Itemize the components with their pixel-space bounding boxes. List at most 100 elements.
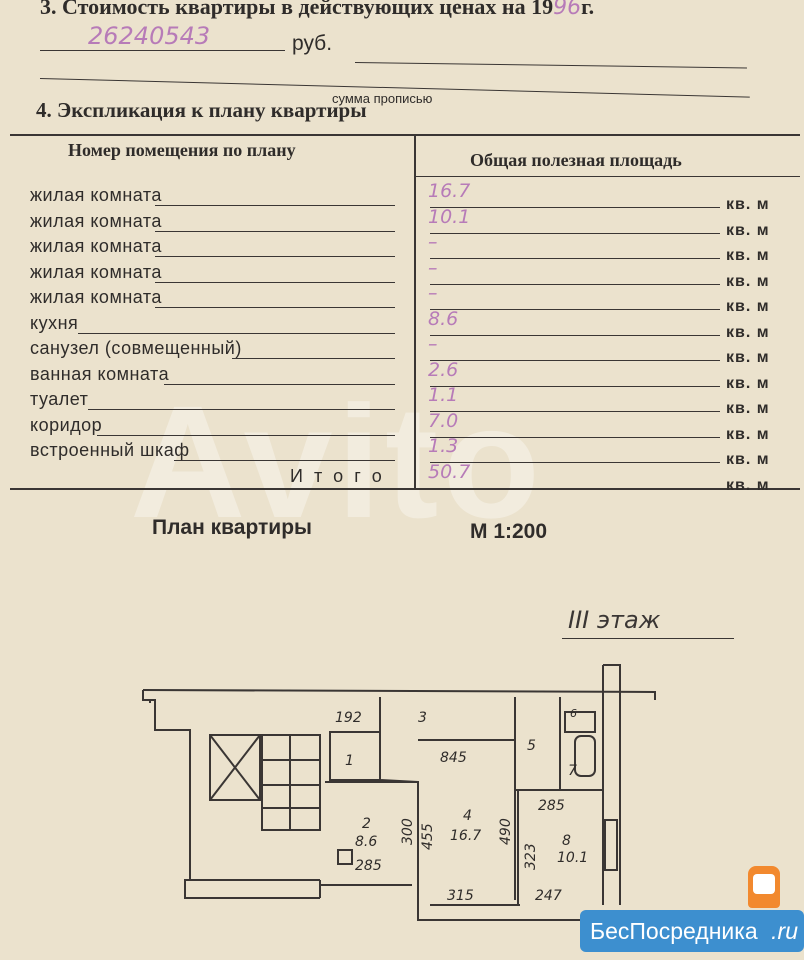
sum-caption: сумма прописью bbox=[332, 91, 433, 106]
badge-text: БесПосредника bbox=[590, 918, 758, 944]
plan-title: План квартиры bbox=[152, 516, 312, 539]
dim-455: 455 bbox=[420, 823, 436, 850]
room-name: коридор bbox=[30, 414, 103, 435]
year-handwritten: 96 bbox=[553, 0, 582, 20]
room-8-label: 8 bbox=[562, 833, 571, 849]
dim-315: 315 bbox=[447, 888, 474, 904]
plan-scale: М 1:200 bbox=[470, 520, 548, 543]
unit-label: кв. м bbox=[726, 323, 770, 341]
table-row: жилая комната – кв. м bbox=[10, 256, 800, 290]
area-line bbox=[430, 207, 720, 208]
room-name: жилая комната bbox=[30, 185, 162, 205]
area-line bbox=[430, 232, 720, 234]
column-divider bbox=[414, 136, 416, 488]
section3-title-text: 3. Стоимость квартиры в действующих цена… bbox=[40, 0, 554, 19]
badge-suffix: .ru bbox=[771, 918, 798, 944]
room-area: 50.7 bbox=[428, 460, 471, 483]
room-name: кухня bbox=[30, 312, 79, 333]
room-name-line bbox=[87, 409, 395, 410]
col2-header: Общая полезная площадь bbox=[470, 150, 682, 170]
amount-line bbox=[40, 50, 285, 51]
room-2-area: 8.6 bbox=[355, 834, 377, 850]
amount-handwritten: 26240543 bbox=[88, 22, 211, 50]
room-name: жилая комната bbox=[30, 261, 162, 282]
unit-label: кв. м bbox=[726, 247, 770, 264]
area-line bbox=[430, 283, 720, 285]
dim-192: 192 bbox=[335, 710, 362, 726]
room-area: – bbox=[428, 231, 438, 253]
dim-323: 323 bbox=[523, 843, 539, 870]
room-area: 16.7 bbox=[428, 180, 471, 202]
room-8-area: 10.1 bbox=[557, 850, 588, 866]
room-5-label: 5 bbox=[527, 738, 536, 754]
room-1-label: 1 bbox=[345, 753, 354, 769]
dim-845: 845 bbox=[440, 750, 467, 766]
table-row: коридор 7.0 кв. м bbox=[10, 409, 800, 443]
room-name-line bbox=[174, 460, 395, 461]
area-line bbox=[430, 436, 720, 438]
besposrednika-badge: БесПосредника .ru bbox=[580, 910, 804, 952]
dim-285-kitchen: 285 bbox=[355, 858, 382, 874]
room-name: И т о г о bbox=[290, 465, 385, 486]
unit-label: кв. м bbox=[726, 272, 770, 290]
table-row: И т о г о 50.7 кв. м bbox=[10, 460, 800, 494]
room-name-line bbox=[97, 434, 395, 436]
mascot-icon bbox=[748, 866, 780, 908]
room-name-line bbox=[154, 230, 395, 232]
table-row: санузел (совмещенный)–кв. м bbox=[10, 333, 800, 366]
room-name-line bbox=[154, 307, 395, 308]
area-line bbox=[430, 411, 720, 412]
room-6-label: 6 bbox=[570, 707, 577, 720]
area-line bbox=[430, 462, 720, 463]
room-name-line bbox=[78, 332, 395, 334]
floor-handwritten: III этаж bbox=[568, 606, 661, 634]
area-line bbox=[430, 334, 720, 336]
room-area: 1.3 bbox=[428, 435, 459, 457]
floor-underline bbox=[562, 638, 734, 639]
unit-label: кв. м bbox=[726, 196, 770, 213]
header-line bbox=[414, 176, 800, 177]
room-name-line bbox=[154, 205, 395, 206]
unit-label: кв. м bbox=[726, 374, 770, 392]
area-line bbox=[430, 309, 720, 310]
room-area: – bbox=[428, 333, 438, 355]
room-area: – bbox=[428, 282, 438, 304]
col1-header: Номер помещения по плану bbox=[68, 140, 296, 160]
room-name: встроенный шкаф bbox=[30, 440, 190, 460]
year-suffix: г. bbox=[581, 0, 595, 19]
area-line bbox=[430, 385, 720, 387]
room-2-label: 2 bbox=[362, 816, 371, 832]
table-row: жилая комната 16.7 кв. м bbox=[10, 180, 800, 213]
dim-300: 300 bbox=[400, 818, 416, 845]
room-area: 8.6 bbox=[428, 307, 459, 330]
unit-label: кв. м bbox=[726, 221, 770, 239]
room-area: 7.0 bbox=[428, 409, 459, 432]
table-row: жилая комната–кв. м bbox=[10, 282, 800, 315]
explication-table: Номер помещения по плану Общая полезная … bbox=[10, 134, 800, 494]
table-row: жилая комната – кв. м bbox=[10, 231, 800, 264]
room-name-line bbox=[154, 281, 395, 283]
room-4-area: 16.7 bbox=[450, 828, 481, 844]
room-area: – bbox=[428, 256, 438, 279]
room-name-line bbox=[164, 383, 395, 385]
dim-285-corridor: 285 bbox=[538, 798, 565, 814]
room-name: ванная комната bbox=[30, 363, 170, 384]
room-name: жилая комната bbox=[30, 210, 162, 231]
unit-label: кв. м bbox=[726, 451, 770, 468]
room-name: санузел (совмещенный) bbox=[30, 338, 242, 358]
avito-watermark: Avito bbox=[130, 372, 545, 551]
unit-label: кв. м bbox=[726, 400, 770, 417]
room-area: 10.1 bbox=[428, 205, 471, 228]
area-line bbox=[430, 360, 720, 361]
unit-label: кв. м bbox=[726, 476, 770, 494]
room-name-line bbox=[231, 358, 395, 359]
dim-490: 490 bbox=[498, 818, 514, 845]
area-line bbox=[430, 258, 720, 259]
section4-title: 4. Экспликация к плану квартиры bbox=[36, 98, 367, 122]
unit-label: кв. м bbox=[726, 425, 770, 443]
room-name: жилая комната bbox=[30, 236, 162, 256]
section3-title: 3. Стоимость квартиры в действующих цена… bbox=[40, 0, 594, 20]
dim-247: 247 bbox=[535, 888, 562, 904]
